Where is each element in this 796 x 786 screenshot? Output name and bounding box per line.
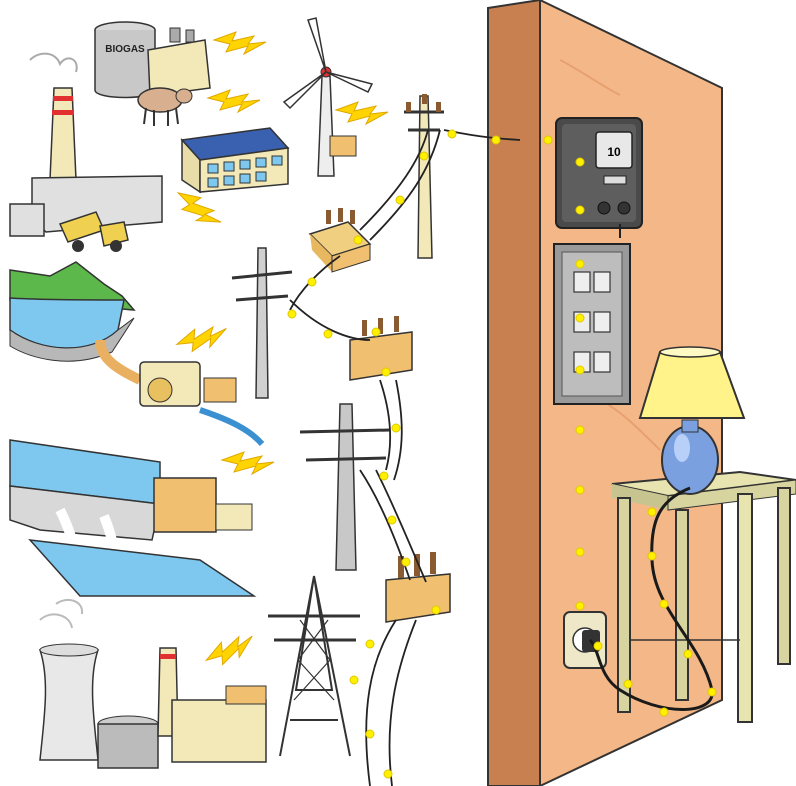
transmission-tower-icon [299,403,391,571]
table-lamp-icon [638,346,746,495]
nuclear-power-plant-icon [38,598,267,769]
wind-turbine-icon [282,17,374,177]
solar-building-icon [180,127,290,194]
transformer-icon [349,316,413,381]
utility-pole-icon [404,94,444,259]
biogas-label: BIOGAS [105,44,145,55]
utility-pole-icon [231,247,293,399]
current-dots [287,129,717,779]
water-turbine-icon [139,361,265,447]
transformer-icon [308,208,372,273]
cow-icon [137,87,193,126]
dump-truck-icon [58,211,129,252]
electric-meter-icon: 10 [555,117,643,238]
hydro-dam-icon [9,261,143,385]
biogas-plant-icon: BIOGAS [94,21,211,99]
meter-display: 10 [607,145,621,159]
transmission-tower-icon [268,575,360,757]
dam-spillway-icon [9,439,257,597]
power-lines [289,129,521,786]
thermal-power-plant-icon [9,52,163,237]
circuit-breaker-panel-icon [553,243,631,405]
side-table [611,470,796,723]
